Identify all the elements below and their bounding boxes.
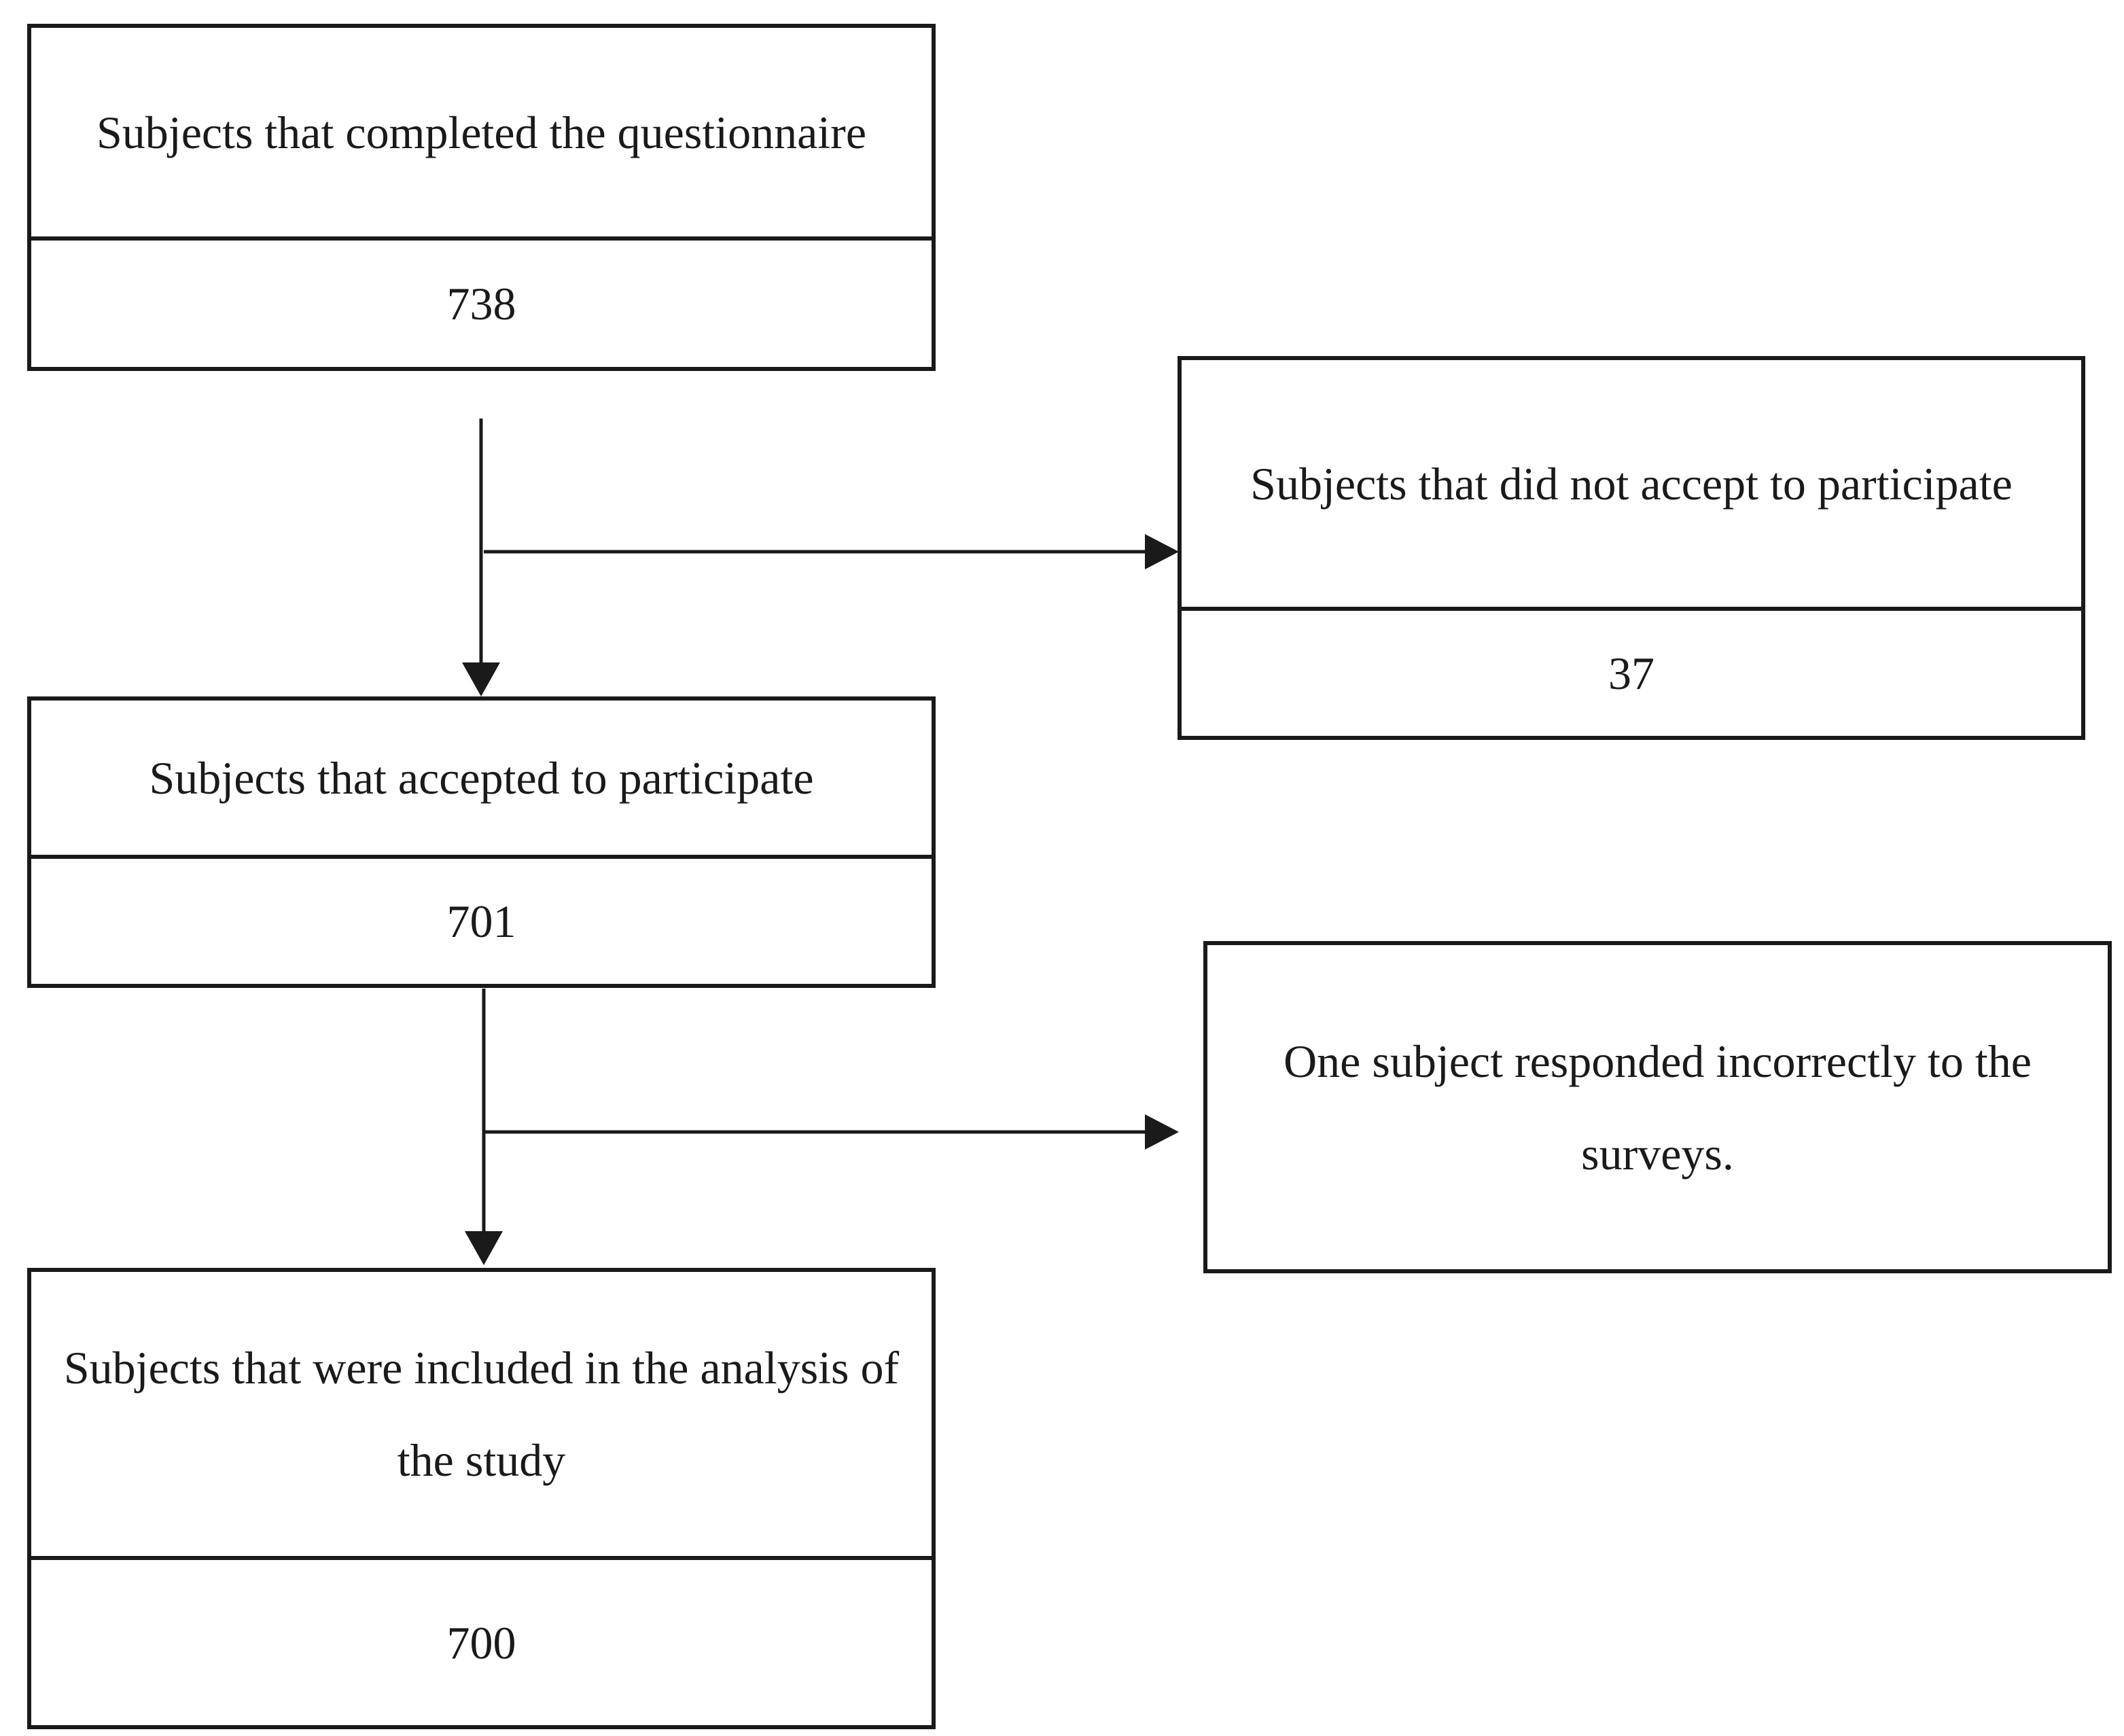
declined-box: Subjects that did not accept to particip…	[1178, 356, 2085, 740]
excluded-box: One subject responded incorrectly to the…	[1203, 941, 2112, 1273]
arrowhead-right-1	[1145, 534, 1179, 569]
declined-label: Subjects that did not accept to particip…	[1182, 360, 2081, 611]
accepted-count: 701	[446, 896, 516, 947]
arrowhead-right-2	[1145, 1114, 1179, 1150]
completed-label: Subjects that completed the questionnair…	[31, 28, 932, 241]
included-label: Subjects that were included in the analy…	[31, 1272, 932, 1560]
declined-count: 37	[1608, 648, 1654, 699]
arrowhead-down-2	[465, 1231, 503, 1265]
completed-box: Subjects that completed the questionnair…	[27, 24, 936, 371]
completed-count: 738	[446, 278, 516, 330]
arrowhead-down-1	[462, 662, 500, 696]
excluded-label: One subject responded incorrectly to the…	[1284, 1035, 2032, 1180]
included-box: Subjects that were included in the analy…	[27, 1268, 936, 1729]
included-count: 700	[446, 1616, 516, 1669]
accepted-label: Subjects that accepted to participate	[31, 701, 932, 859]
accepted-box: Subjects that accepted to participate 70…	[27, 696, 936, 988]
